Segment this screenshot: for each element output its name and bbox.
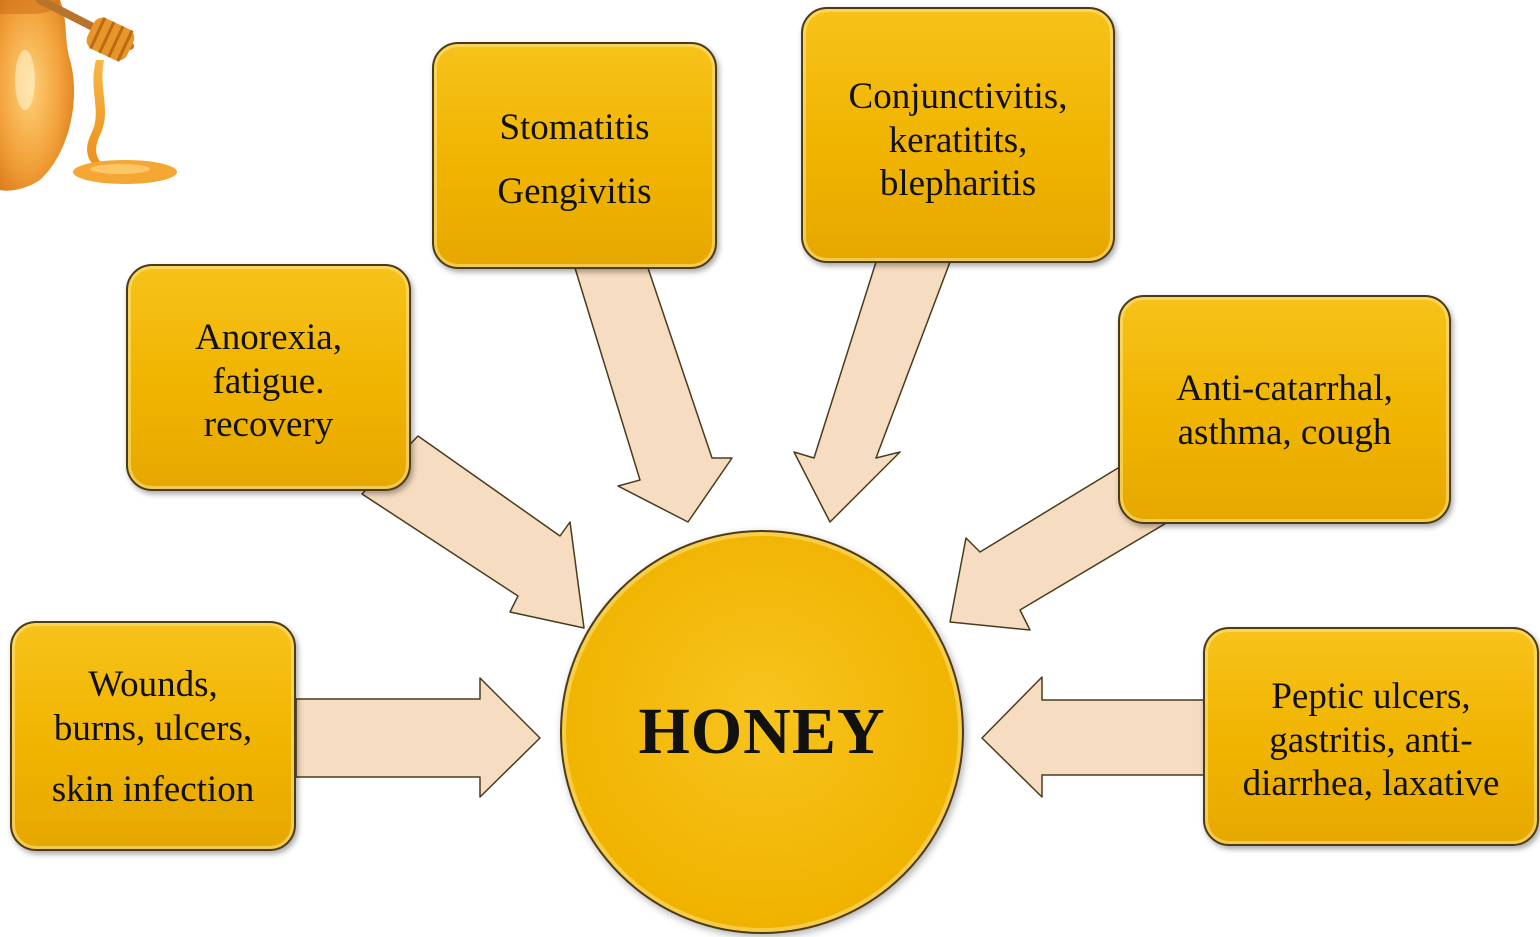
arrow-peptic [982,677,1206,797]
box-stomatitis: Stomatitis Gengivitis [432,42,717,269]
box-wounds: Wounds, burns, ulcers, skin infection [10,621,296,851]
box-conjunctivitis-line-2: keratitits, [889,119,1028,163]
arrow-wounds [296,678,540,797]
box-wounds-line-2: burns, ulcers, [54,707,252,751]
box-wounds-line-3: skin infection [52,768,254,812]
box-peptic-line-1: Peptic ulcers, [1271,675,1470,719]
box-anorexia-line-1: Anorexia, [195,316,342,360]
box-peptic: Peptic ulcers, gastritis, anti- diarrhea… [1203,627,1539,846]
box-conjunctivitis: Conjunctivitis, keratitits, blepharitis [801,7,1115,263]
box-catarrhal-line-1: Anti-catarrhal, [1176,367,1393,411]
honey-label: HONEY [638,694,885,770]
arrow-stomatitis [575,268,732,522]
honey-circle: HONEY [560,530,964,934]
box-catarrhal-line-2: asthma, cough [1178,411,1392,455]
arrow-conjunctivitis [794,262,950,522]
box-stomatitis-line-1: Stomatitis [499,106,649,150]
box-stomatitis-line-2: Gengivitis [497,170,651,214]
box-wounds-line-1: Wounds, [88,663,218,707]
box-conjunctivitis-line-1: Conjunctivitis, [849,75,1068,119]
box-anorexia-line-3: recovery [204,403,333,447]
box-anorexia-line-2: fatigue. [213,360,325,404]
box-peptic-line-2: gastritis, anti- [1269,719,1472,763]
box-catarrhal: Anti-catarrhal, asthma, cough [1118,295,1451,524]
box-conjunctivitis-line-3: blepharitis [880,162,1036,206]
box-anorexia: Anorexia, fatigue. recovery [126,264,411,491]
box-peptic-line-3: diarrhea, laxative [1243,762,1500,806]
